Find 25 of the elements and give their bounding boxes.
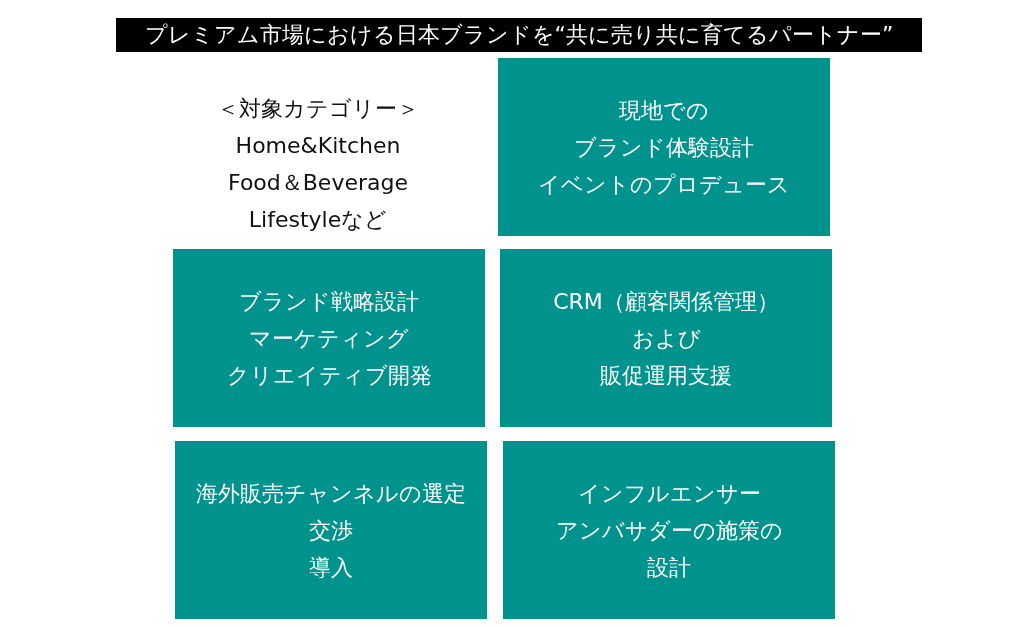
box-text: ブランド体験設計: [574, 133, 754, 162]
box-text: 販促運用支援: [600, 361, 732, 390]
category-text: Lifestyleなど: [248, 206, 388, 234]
box-text: 導入: [309, 553, 353, 582]
box-text: 設計: [647, 553, 691, 582]
category-text: Home&Kitchen: [235, 132, 401, 160]
title-banner: プレミアム市場における日本ブランドを“共に売り共に育てるパートナー”: [116, 18, 922, 52]
box-text: イベントのプロデュース: [538, 170, 790, 199]
box-text: クリエイティブ開発: [226, 361, 432, 390]
service-box: [173, 249, 485, 427]
box-text: 交渉: [309, 516, 353, 545]
service-box: [175, 441, 487, 619]
box-text: 現地での: [619, 96, 709, 125]
service-box: [500, 249, 832, 427]
box-text: アンバサダーの施策の: [555, 516, 783, 545]
box-text: CRM（顧客関係管理）: [553, 287, 779, 316]
box-text: マーケティング: [249, 324, 409, 353]
service-box: [503, 441, 835, 619]
service-box: [498, 58, 830, 236]
box-text: ブランド戦略設計: [239, 287, 419, 316]
category-text: ＜対象カテゴリー＞: [217, 95, 419, 123]
box-text: 海外販売チャンネルの選定: [196, 479, 466, 508]
box-text: インフルエンサー: [577, 479, 761, 508]
box-text: および: [631, 324, 701, 353]
category-text: Food＆Beverage: [228, 169, 408, 197]
